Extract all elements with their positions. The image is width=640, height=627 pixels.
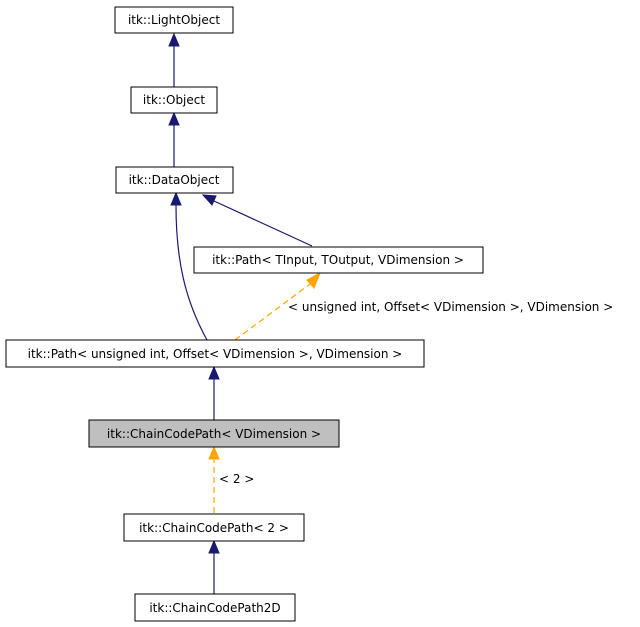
node-object[interactable]: itk::Object xyxy=(130,86,218,114)
node-light-object[interactable]: itk::LightObject xyxy=(114,6,234,34)
svg-text:itk::DataObject: itk::DataObject xyxy=(129,173,220,187)
node-data-object[interactable]: itk::DataObject xyxy=(115,166,234,194)
svg-text:itk::Object: itk::Object xyxy=(143,93,205,107)
svg-text:itk::Path< unsigned int, Offse: itk::Path< unsigned int, Offset< VDimens… xyxy=(28,347,403,361)
svg-text:itk::ChainCodePath< 2 >: itk::ChainCodePath< 2 > xyxy=(139,521,289,535)
edge-object-to-lightobject xyxy=(168,32,180,87)
node-path-template[interactable]: itk::Path< TInput, TOutput, VDimension > xyxy=(193,246,484,274)
edge-path-template-to-dataobject xyxy=(201,194,313,247)
node-chain-code-path-2[interactable]: itk::ChainCodePath< 2 > xyxy=(123,513,305,542)
svg-text:itk::ChainCodePath< VDimension: itk::ChainCodePath< VDimension > xyxy=(107,427,321,441)
edge-path-instance-to-dataobject xyxy=(170,191,208,341)
edge-chaincodepath2-to-chaincodepath xyxy=(208,445,220,513)
edge-chaincodepath-to-path-instance xyxy=(208,365,220,420)
node-chain-code-path[interactable]: itk::ChainCodePath< VDimension > xyxy=(88,419,340,448)
svg-text:itk::LightObject: itk::LightObject xyxy=(128,13,220,27)
edge-dataobject-to-object xyxy=(168,111,180,167)
edge-path-instance-to-path-template xyxy=(234,271,321,341)
svg-text:itk::ChainCodePath2D: itk::ChainCodePath2D xyxy=(149,601,280,615)
node-path-instance[interactable]: itk::Path< unsigned int, Offset< VDimens… xyxy=(5,339,425,368)
edge-label-path-template-args: < unsigned int, Offset< VDimension >, VD… xyxy=(288,300,613,314)
node-chain-code-path-2d[interactable]: itk::ChainCodePath2D xyxy=(134,593,296,622)
edge-chaincodepath2d-to-chaincodepath2 xyxy=(208,539,220,594)
edge-label-chain-code-args: < 2 > xyxy=(219,472,254,486)
svg-text:itk::Path< TInput, TOutput, VD: itk::Path< TInput, TOutput, VDimension > xyxy=(212,253,464,267)
